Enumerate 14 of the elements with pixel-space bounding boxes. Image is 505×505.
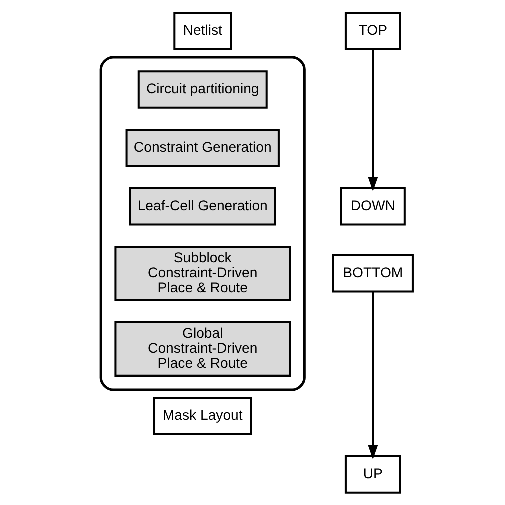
node-box: Netlist	[173, 12, 232, 50]
node-box: TOP	[344, 12, 401, 50]
node-box: Leaf-Cell Generation	[128, 187, 276, 226]
node-box: Mask Layout	[153, 396, 252, 435]
node-box: Subblock Constraint-Driven Place & Route	[114, 245, 291, 301]
arrow	[368, 49, 378, 192]
node-box: Circuit partitioning	[137, 70, 268, 108]
node-box: DOWN	[340, 187, 406, 226]
node-box: BOTTOM	[332, 254, 414, 292]
cluster	[99, 56, 306, 391]
node-box: UP	[344, 455, 401, 494]
arrow	[368, 291, 378, 460]
node-box: Global Constraint-Driven Place & Route	[114, 321, 291, 376]
node-box: Constraint Generation	[125, 128, 280, 167]
